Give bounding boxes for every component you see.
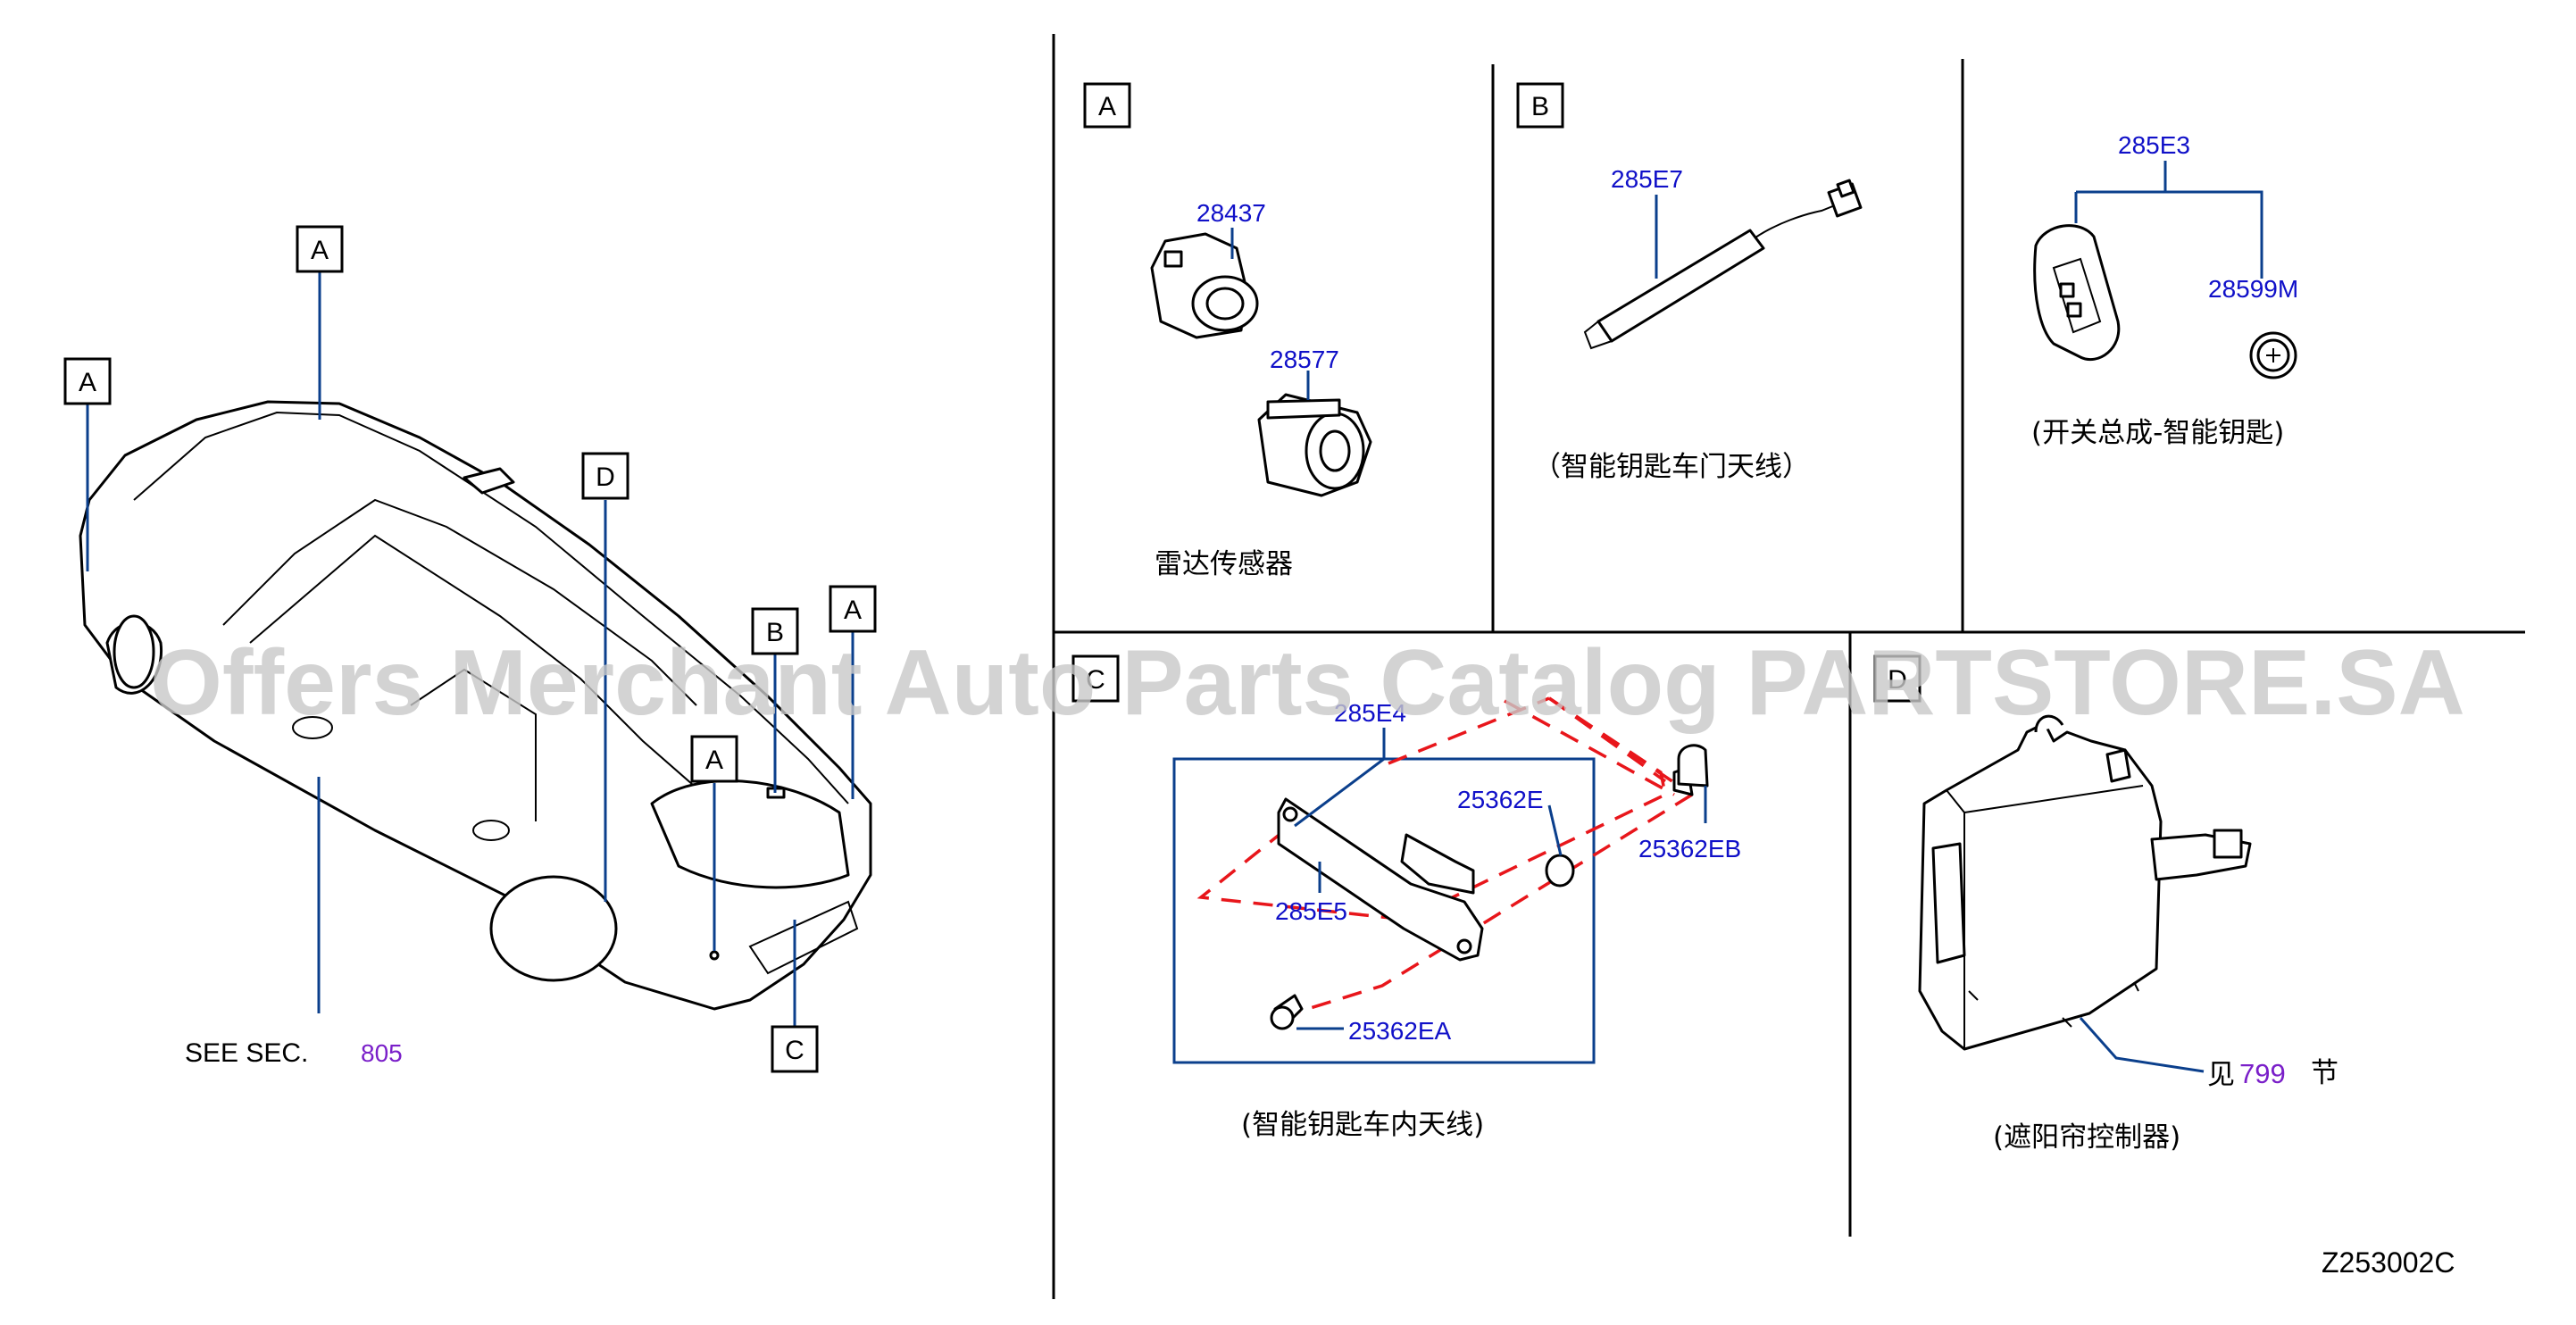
radar-sensor-drawing [1150,232,1372,497]
svg-text:A: A [705,746,723,775]
callout-c: C [771,1025,819,1073]
door-antenna-drawing [1583,179,1863,350]
svg-text:A: A [844,596,862,625]
callout-a-front: A [63,357,112,405]
overview-leaders [86,271,854,1027]
part-number-285e3[interactable]: 285E3 [2118,131,2190,159]
see-section-text: SEE SEC. [185,1038,308,1068]
vehicle-overview-drawing [79,400,872,1011]
svg-text:B: B [1531,92,1549,121]
smart-key-drawing [2033,224,2297,379]
svg-text:C: C [1086,665,1105,695]
section-d-caption: (遮阳帘控制器) [1993,1121,2180,1154]
section-c-caption: (智能钥匙车内天线) [1241,1109,1484,1141]
section-d-label: D [1873,654,1922,703]
section-b-caption: （智能钥匙车门天线） [1533,451,1810,483]
part-number-25362e[interactable]: 25362E [1457,786,1544,813]
see-section-link[interactable]: 805 [361,1039,403,1067]
section-a-caption: 雷达传感器 [1155,548,1293,580]
dashed-assembly-lines [1196,696,1693,1017]
part-number-285e5[interactable]: 285E5 [1275,897,1347,925]
key-section-caption: (开关总成-智能钥匙) [2031,417,2284,449]
section-b-label: B [1516,82,1564,129]
svg-text:D: D [596,462,615,492]
part-number-28577[interactable]: 28577 [1270,346,1339,373]
part-number-25362eb[interactable]: 25362EB [1638,835,1741,862]
callout-a-roof: A [296,225,344,273]
section-c-label: C [1071,654,1120,703]
svg-text:B: B [766,618,784,647]
section-d-ref-link[interactable]: 799 [2239,1058,2286,1089]
sunshade-controller-drawing [1918,714,2252,1051]
section-d-ref-suffix: 节 [2311,1057,2338,1089]
svg-text:D: D [1888,665,1907,695]
svg-text:C: C [785,1036,804,1065]
callout-d: D [581,452,629,500]
part-number-285e7[interactable]: 285E7 [1611,165,1683,193]
callout-a-rear: A [690,735,738,783]
svg-text:A: A [1098,92,1116,121]
drawing-code: Z253002C [2322,1246,2455,1279]
callout-b: B [751,607,799,655]
svg-text:A: A [311,236,329,265]
section-d-ref-prefix: 见 [2207,1059,2235,1091]
part-number-28599m[interactable]: 28599M [2208,275,2298,303]
section-a-label: A [1083,82,1131,129]
watermark-text: Offers Merchant Auto Parts Catalog PARTS… [150,631,2465,735]
part-number-25362ea[interactable]: 25362EA [1348,1017,1452,1045]
interior-antenna-drawing [1270,744,1709,1030]
part-number-285e4[interactable]: 285E4 [1334,699,1406,727]
part-number-28437[interactable]: 28437 [1196,199,1266,227]
svg-text:A: A [79,368,96,397]
callout-a-rear-right: A [829,585,877,633]
section-dividers [1052,34,2525,1299]
